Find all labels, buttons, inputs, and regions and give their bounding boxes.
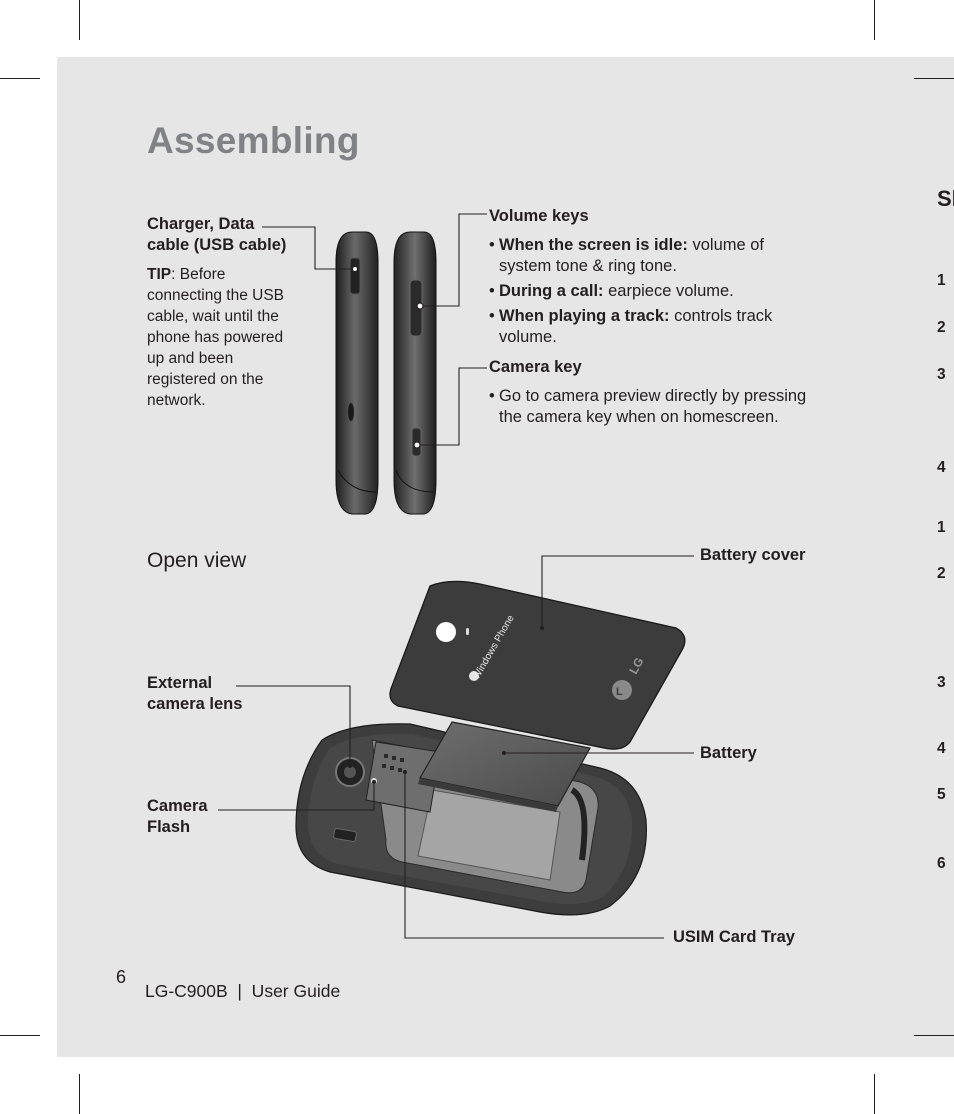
phone-side-view-right	[393, 231, 437, 515]
tip-paragraph: TIP: Before connecting the USB cable, wa…	[147, 264, 289, 411]
camera-key-leader-line	[420, 367, 487, 446]
list-item: During a call: earpiece volume.	[489, 281, 789, 302]
margin-number: 6	[937, 855, 946, 872]
list-item: When playing a track: controls track vol…	[489, 306, 789, 348]
external-lens-label: External camera lens	[147, 674, 243, 713]
page-number: 6	[116, 967, 127, 987]
battery-cover-leader-line	[541, 555, 694, 628]
charger-label: Charger, Data cable (USB cable)	[147, 214, 286, 256]
charger-label-line-2: cable (USB cable)	[147, 236, 287, 254]
margin-number: 2	[937, 319, 946, 336]
cover-logo-text: LG	[626, 655, 646, 676]
volume-keys-title: Volume keys	[489, 207, 589, 225]
tip-label: TIP	[147, 266, 172, 283]
crop-mark	[0, 1035, 40, 1036]
margin-number: 1	[937, 272, 946, 289]
battery-label: Battery	[700, 744, 757, 762]
list-item: Go to camera preview directly by pressin…	[489, 386, 811, 428]
edge-heading: Sl	[937, 186, 954, 211]
usim-tray-label: USIM Card Tray	[673, 928, 795, 946]
crop-mark	[79, 1074, 80, 1114]
crop-mark	[0, 78, 40, 79]
volume-keys-list: When the screen is idle: volume of syste…	[489, 235, 789, 348]
crop-mark	[874, 1074, 875, 1114]
camera-key-title: Camera key	[489, 358, 582, 376]
margin-number: 1	[937, 519, 946, 536]
tip-text: : Before connecting the USB cable, wait …	[147, 266, 285, 409]
section-heading: Open view	[147, 549, 247, 572]
camera-key-list: Go to camera preview directly by pressin…	[489, 386, 811, 428]
lens-leader-line	[236, 685, 351, 766]
charger-leader-line	[262, 226, 355, 270]
phone-side-view-left	[335, 231, 379, 515]
charger-label-line-1: Charger, Data	[147, 215, 255, 233]
usim-leader-line	[404, 772, 664, 939]
crop-mark	[874, 0, 875, 40]
svg-text:L: L	[616, 686, 623, 698]
list-item: When the screen is idle: volume of syste…	[489, 235, 789, 277]
battery-cover-shape: L LG Windows Phone	[389, 580, 686, 750]
crop-mark	[914, 1035, 954, 1036]
camera-flash-label: Camera Flash	[147, 797, 208, 836]
volume-leader-line	[423, 213, 487, 307]
battery-cover-label: Battery cover	[700, 546, 806, 564]
crop-mark	[79, 0, 80, 40]
crop-mark	[914, 78, 954, 79]
margin-number: 2	[937, 565, 946, 582]
footer-text: LG-C900B | User Guide	[145, 981, 341, 1001]
flash-leader-line	[218, 782, 375, 811]
margin-number: 4	[937, 459, 946, 476]
margin-number: 5	[937, 786, 946, 803]
battery-shape	[418, 721, 591, 812]
margin-number: 3	[937, 674, 946, 691]
margin-number: 3	[937, 366, 946, 383]
margin-number: 4	[937, 740, 946, 757]
page-title: Assembling	[147, 120, 360, 161]
